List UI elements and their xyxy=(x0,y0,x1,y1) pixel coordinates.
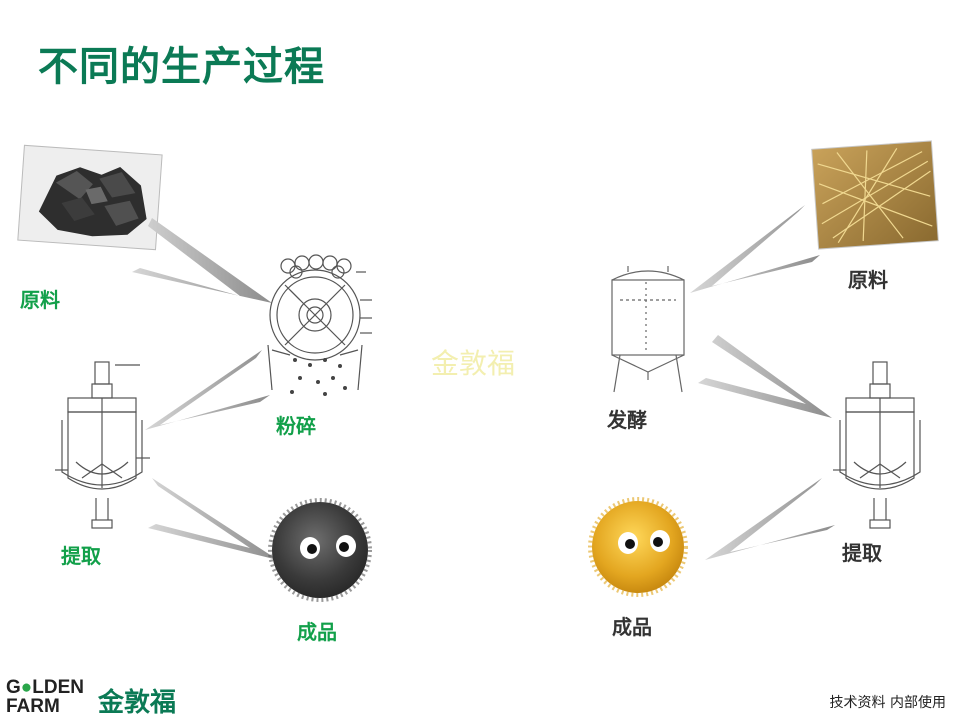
right-ferment-label: 发酵 xyxy=(607,408,647,432)
arrow-extract-to-product-left xyxy=(148,478,278,560)
arrow-raw-to-crush-left xyxy=(132,218,272,303)
gray-fuzzball-product-image xyxy=(268,498,372,602)
logo-english: G●LDEN FARM xyxy=(6,677,84,717)
right-raw-label: 原料 xyxy=(848,268,888,292)
left-crush-label: 粉碎 xyxy=(276,414,316,438)
right-extract-label: 提取 xyxy=(842,541,882,565)
arrow-extract-to-product-right xyxy=(705,478,835,560)
fermentation-tank-drawing xyxy=(611,266,685,393)
crusher-particles xyxy=(290,358,347,396)
right-product-label: 成品 xyxy=(612,615,652,639)
logo-chinese: 金敦福 xyxy=(98,688,177,718)
left-extract-label: 提取 xyxy=(61,544,101,568)
arrow-ferment-to-extract-right-1 xyxy=(698,335,832,418)
left-raw-label: 原料 xyxy=(20,288,60,312)
extraction-tank-right-drawing xyxy=(833,361,921,529)
leaf-icon: ● xyxy=(20,677,33,698)
golden-farm-logo: G●LDEN FARM 金敦福 xyxy=(6,678,191,718)
left-product-label: 成品 xyxy=(297,620,337,644)
crusher-machine-drawing xyxy=(267,254,372,391)
arrow-crush-to-extract-left xyxy=(145,350,270,430)
page-title: 不同的生产过程 xyxy=(38,44,325,90)
footer-note: 技术资料 内部使用 xyxy=(829,695,946,711)
watermark: 金敦福 xyxy=(431,347,516,380)
coal-raw-material-image xyxy=(17,144,163,251)
gold-fuzzball-product-image xyxy=(588,497,688,597)
straw-raw-material-image xyxy=(811,140,939,250)
arrow-raw-to-ferment-right xyxy=(690,205,820,293)
extraction-tank-left-drawing xyxy=(55,361,150,529)
